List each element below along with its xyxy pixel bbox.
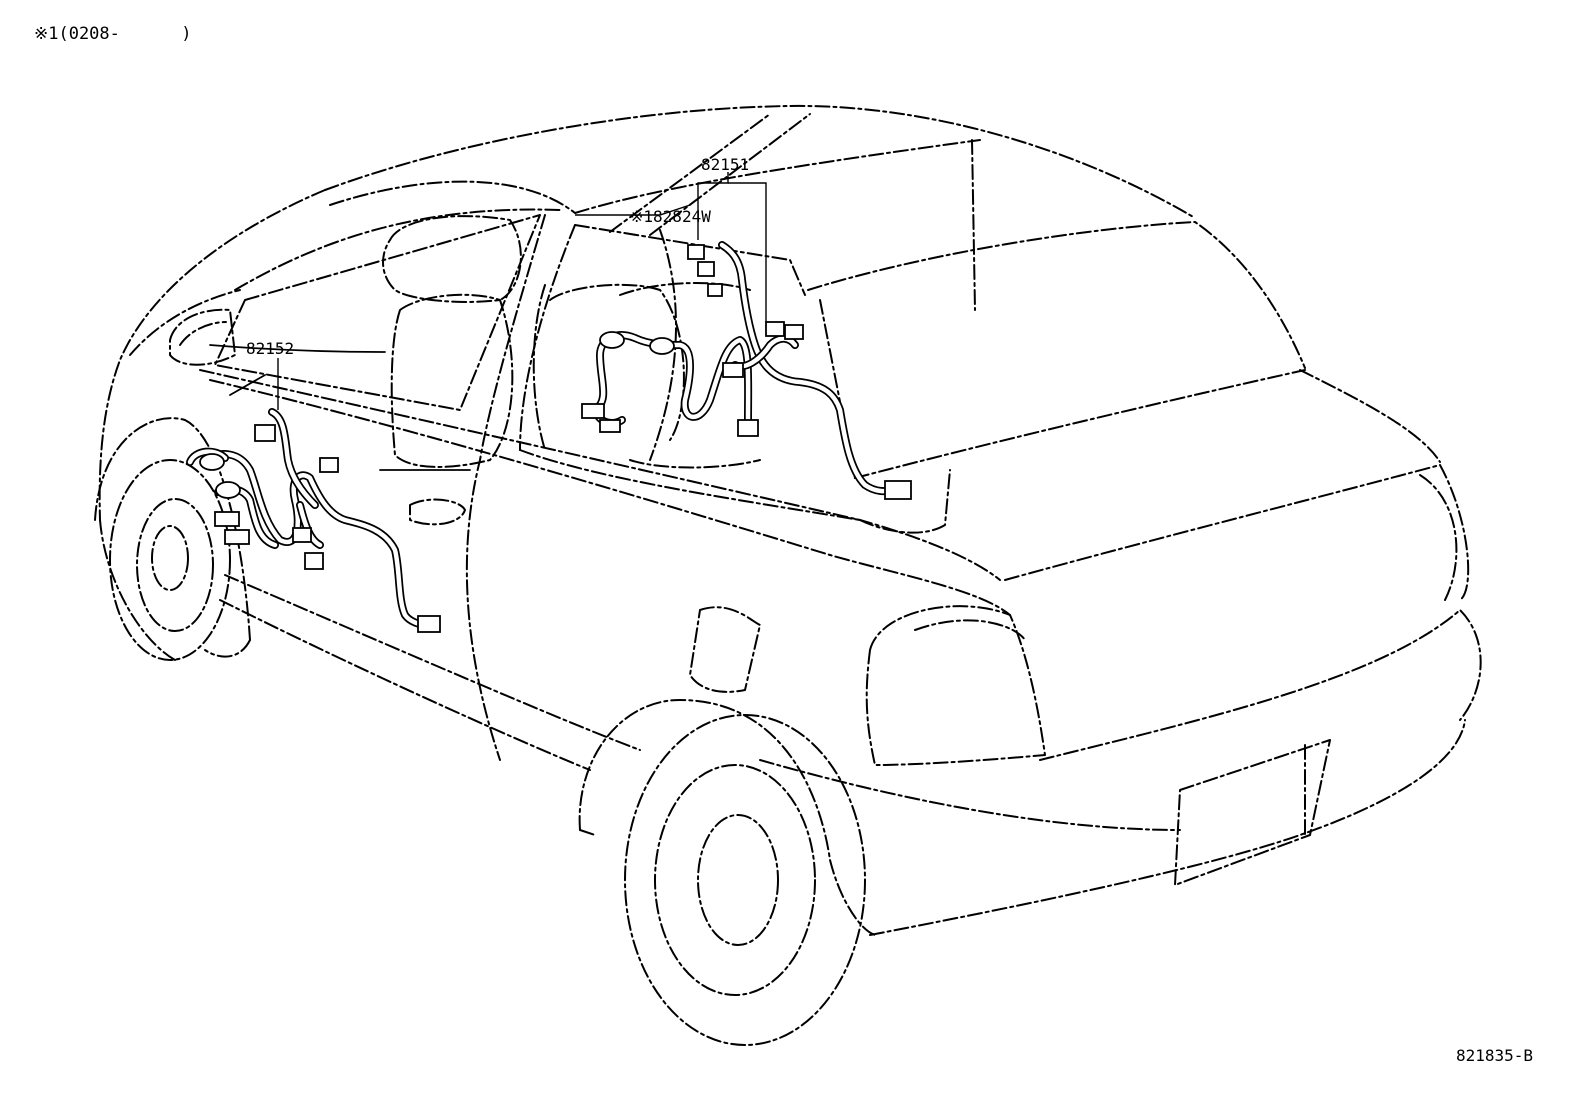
part-label-82152: 82152 — [246, 339, 294, 358]
front-wheel — [109, 459, 231, 661]
diagram-reference-code: 821835-B — [1456, 1046, 1534, 1065]
quarter-harness-82151 — [581, 241, 912, 500]
applicability-note: ※1(0208- ) — [34, 24, 192, 44]
rear-wheel — [624, 714, 866, 1046]
callout-leaders — [277, 172, 767, 410]
part-label-82151: 82151 — [701, 155, 749, 174]
part-label-82824w: ※182824W — [630, 207, 711, 226]
trim-lines — [209, 344, 471, 471]
front-door-harness-82152 — [186, 408, 441, 633]
car-body-outline — [94, 104, 1482, 936]
